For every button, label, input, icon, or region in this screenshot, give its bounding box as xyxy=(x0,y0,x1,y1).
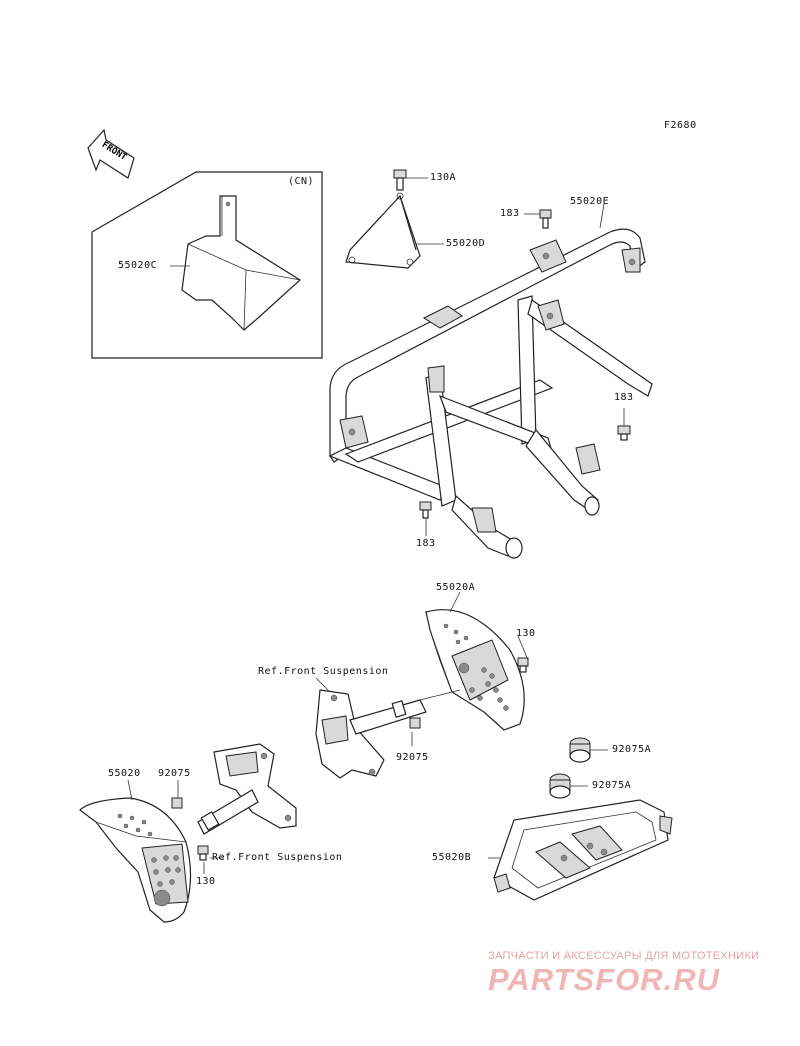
bolt-183-right xyxy=(617,408,631,441)
guard-holes-55020 xyxy=(117,813,181,887)
guard-holes-55020A xyxy=(443,623,509,711)
part-label-92075-mid: 92075 xyxy=(396,752,429,763)
part-label-183-bottom: 183 xyxy=(416,538,436,549)
part-label-55020: 55020 xyxy=(108,768,141,779)
skid-plate-55020B xyxy=(493,799,673,901)
bolt-183-bottom xyxy=(419,501,432,536)
bolt-183-top xyxy=(539,209,552,229)
figure-code: F2680 xyxy=(664,120,697,131)
guard-55020C xyxy=(181,195,301,331)
part-label-55020E: 55020E xyxy=(570,196,610,207)
part-label-183-top: 183 xyxy=(500,208,520,219)
part-label-92075A-1: 92075A xyxy=(612,744,652,755)
leader-lines xyxy=(127,177,608,874)
part-label-130A: 130A xyxy=(430,172,457,183)
knuckle-left xyxy=(197,743,297,835)
knuckle-right xyxy=(315,689,461,779)
watermark-subtitle: ЗАПЧАСТИ И АКСЕССУАРЫ ДЛЯ МОТОТЕХНИКИ xyxy=(488,950,760,962)
watermark-logo[interactable]: PARTSFOR.RU xyxy=(488,962,721,997)
disc-guard-55020 xyxy=(79,797,192,923)
inset-variant-label: (CN) xyxy=(288,176,315,187)
cap-92075A-2 xyxy=(549,773,571,799)
ref-front-suspension-label-1: Ref.Front Suspension xyxy=(258,666,389,677)
part-label-55020B: 55020B xyxy=(432,852,472,863)
frame-55020E xyxy=(328,228,653,559)
part-label-130-right: 130 xyxy=(516,628,536,639)
bolt-130-left xyxy=(197,845,209,861)
part-label-92075A-2: 92075A xyxy=(592,780,632,791)
part-label-92075-left: 92075 xyxy=(158,768,191,779)
ref-front-suspension-label-2: Ref.Front Suspension xyxy=(212,852,343,863)
part-label-55020C: 55020C xyxy=(118,260,158,271)
bracket-55020D xyxy=(345,192,421,269)
part-label-55020A: 55020A xyxy=(436,582,476,593)
part-label-183-right: 183 xyxy=(614,392,634,403)
part-label-130-left: 130 xyxy=(196,876,216,887)
bolt-130-right xyxy=(517,657,529,673)
part-label-55020D: 55020D xyxy=(446,238,486,249)
cap-92075A-1 xyxy=(569,737,591,763)
disc-guard-55020A xyxy=(425,609,525,731)
cap-92075-left xyxy=(171,797,183,809)
cn-inset-box xyxy=(91,171,323,359)
bolt-130A xyxy=(393,169,407,191)
cap-92075-mid xyxy=(409,717,421,729)
front-arrow-icon: FRONT xyxy=(87,128,135,179)
